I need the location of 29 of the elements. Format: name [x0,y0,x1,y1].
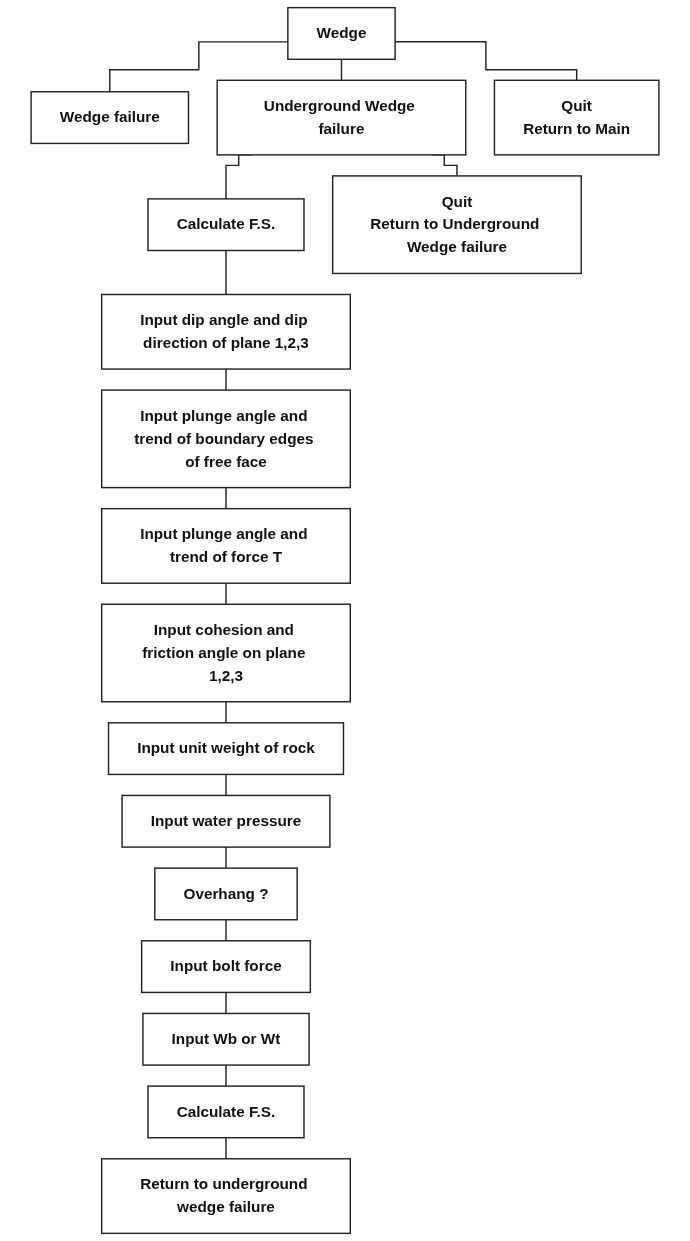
connector [225,701,227,724]
node-box: Calculate F.S. [147,198,305,252]
connector [225,582,227,605]
node-box: Quit Return to Main [493,79,660,156]
connector [225,919,227,942]
node-box: Wedge [287,6,396,60]
connector [225,991,227,1015]
connector [340,58,343,82]
node-box: Input water pressure [121,794,331,848]
connector [225,249,227,296]
node-box: Return to underground wedge failure [101,1158,351,1235]
node-box: Overhang ? [154,867,298,921]
node-box: Quit Return to Underground Wedge failure [331,175,582,275]
node-box: Calculate F.S. [147,1085,305,1139]
node-box: Input plunge angle and trend of force T [101,507,351,584]
node-box: Input bolt force [140,940,312,994]
connector [225,773,227,797]
node-box: Input unit weight of rock [107,722,345,776]
connector [225,368,227,391]
connector [225,486,227,510]
node-box: Input Wb or Wt [142,1012,310,1066]
node-box: Input plunge angle and trend of boundary edges of free face [101,389,351,489]
node-box: Wedge failure [30,91,190,145]
connector [225,846,227,869]
connector [225,1064,227,1087]
node-box: Input cohesion and friction angle on plane 1,2,3 [101,603,351,703]
connector [225,1137,227,1160]
node-box: Underground Wedge failure [216,79,467,156]
node-box: Input dip angle and dip direction of plane 1,2,3 [101,293,351,370]
